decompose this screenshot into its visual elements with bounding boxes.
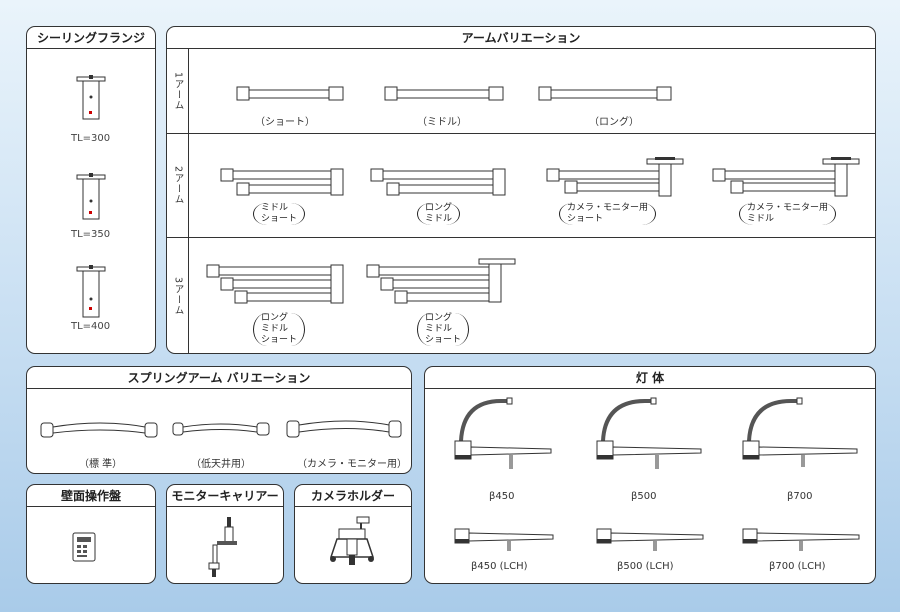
light-b450-lch-drawing [454,528,554,551]
arm3-camera-drawing [366,258,516,304]
spring-arm-title: スプリングアーム バリエーション [27,367,411,389]
light-b500-lch-caption: β500 (LCH) [617,561,674,572]
spring-arm-low-caption: （低天井用） [191,459,251,470]
camera-holder-title: カメラホルダー [295,485,411,507]
flange-400-label: TL=400 [71,321,111,332]
arm2-camera-middle-caption: カメラ・モニター用ミドル [739,203,837,225]
arm2-middle-short-caption: ミドルショート [253,203,306,225]
arm2-long-middle-caption: ロングミドル [417,203,461,225]
light-b500-drawing [596,397,702,469]
divider [167,237,875,238]
arm3-caption: ロングミドルショート [253,313,306,346]
arm-short-drawing [236,86,344,101]
light-body-title: 灯 体 [425,367,875,389]
arm2-middle-short-drawing [220,168,344,196]
flange-400-drawing [76,265,106,318]
wall-panel-panel: 壁面操作盤 [26,484,156,584]
arm-long-caption: （ロング） [589,117,639,128]
light-b450-lch-caption: β450 (LCH) [471,561,528,572]
row-label-2arm: 2アーム [167,133,189,237]
arm-variation-title: アームバリエーション [167,27,875,49]
light-b450-caption: β450 [489,491,515,502]
light-b700-lch-caption: β700 (LCH) [769,561,826,572]
camera-holder-panel: カメラホルダー [294,484,412,584]
ceiling-flange-panel: シーリングフランジ TL=300 TL=350 TL=400 [26,26,156,354]
divider [167,133,875,134]
arm-middle-drawing [384,86,504,101]
arm3-camera-caption: ロングミドルショート [417,313,470,346]
spring-arm-panel: スプリングアーム バリエーション （標 準） （低天井用） （カメラ・モニター用… [26,366,412,474]
arm2-long-middle-drawing [370,168,506,196]
light-body-panel: 灯 体 β450 β500 β700 β450 (LCH) [424,366,876,584]
light-b700-caption: β700 [787,491,813,502]
light-b700-drawing [742,397,858,467]
arm2-camera-short-drawing [546,157,684,197]
spring-arm-low-drawing [172,422,270,436]
arm-short-caption: （ショート） [255,117,315,128]
arm2-camera-middle-drawing [712,157,860,197]
flange-300-drawing [76,75,106,120]
arm-long-drawing [538,86,672,101]
row-label-3arm: 3アーム [167,237,189,353]
spring-arm-standard-caption: （標 準） [79,459,123,470]
ceiling-flange-title: シーリングフランジ [27,27,155,49]
spring-arm-camera-caption: （カメラ・モニター用） [297,459,407,470]
monitor-carrier-panel: モニターキャリアー [166,484,284,584]
flange-300-label: TL=300 [71,133,111,144]
spring-arm-standard-drawing [40,422,158,438]
spring-arm-camera-drawing [286,420,402,438]
camera-holder-drawing [329,516,375,565]
row-label-1arm: 1アーム [167,49,189,133]
monitor-carrier-title: モニターキャリアー [167,485,283,507]
flange-350-drawing [76,173,106,220]
wall-panel-title: 壁面操作盤 [27,485,155,507]
light-b500-lch-drawing [596,528,704,551]
arm3-drawing [206,264,344,304]
arm-middle-caption: （ミドル） [417,117,467,128]
monitor-carrier-drawing [208,517,237,577]
light-b500-caption: β500 [631,491,657,502]
flange-350-label: TL=350 [71,229,111,240]
arm2-camera-short-caption: カメラ・モニター用ショート [559,203,657,225]
wall-panel-drawing [72,532,96,562]
arm-variation-panel: アームバリエーション 1アーム 2アーム 3アーム （ショート） （ミドル） （… [166,26,876,354]
light-b450-drawing [454,397,552,469]
light-b700-lch-drawing [742,528,860,551]
